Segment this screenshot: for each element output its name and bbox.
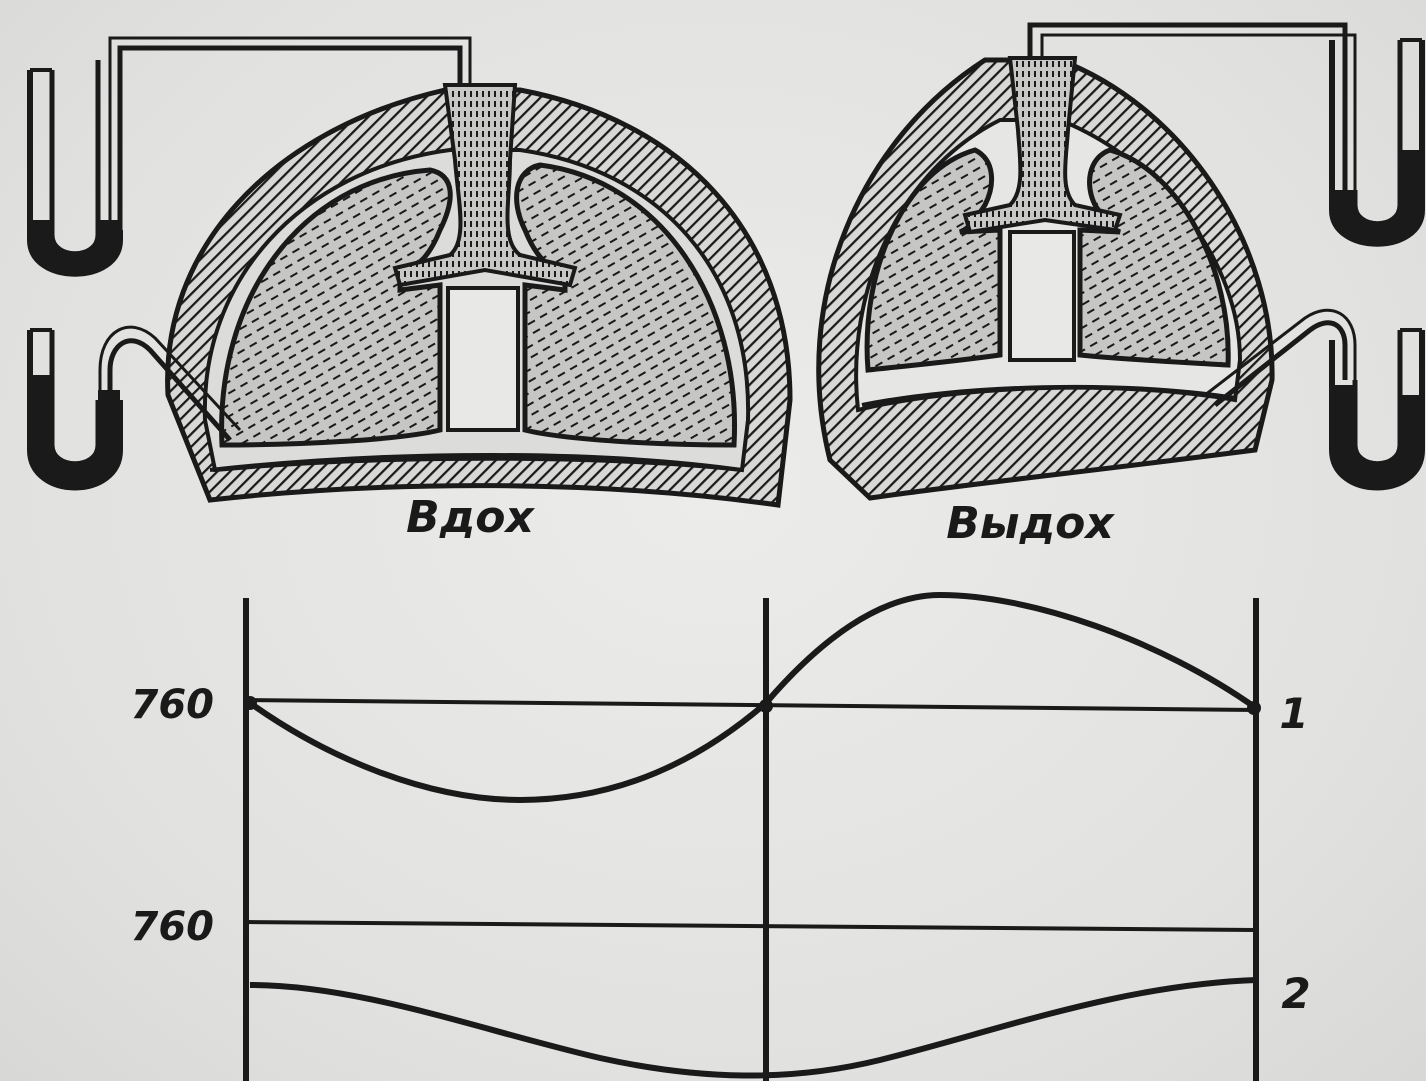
curve-1-start-point — [243, 696, 257, 710]
pressure-graph: 760 760 1 2 — [131, 595, 1311, 1081]
curve-1-cross-point — [759, 699, 773, 713]
baseline-upper — [246, 700, 1256, 710]
inhale-label: Вдох — [406, 492, 535, 543]
curve-2 — [250, 980, 1256, 1076]
thorax-exhale — [819, 58, 1272, 498]
thorax-inhale — [168, 85, 790, 505]
curve-2-label: 2 — [1281, 969, 1310, 1018]
baseline-lower — [246, 922, 1256, 930]
curve-1-end-point — [1247, 701, 1261, 715]
curve-1 — [250, 595, 1256, 800]
exhale-label: Выдох — [946, 498, 1115, 549]
level-label-lower: 760 — [131, 904, 215, 950]
curve-1-label: 1 — [1279, 689, 1308, 738]
level-label-upper: 760 — [131, 682, 215, 728]
